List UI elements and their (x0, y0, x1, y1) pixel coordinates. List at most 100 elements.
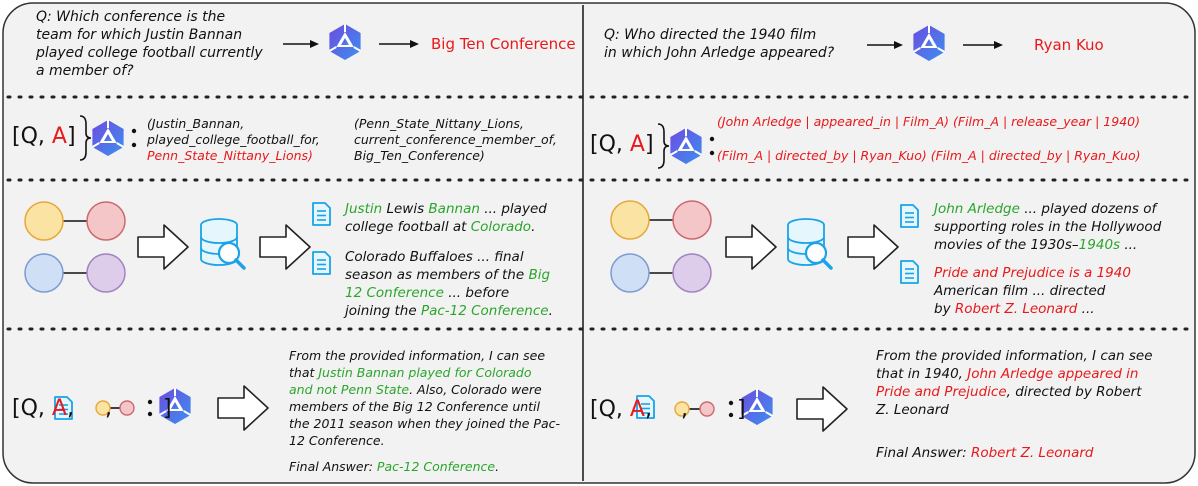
qa-context-label-left: [Q, A, , ] (12, 396, 172, 421)
triple-left-1-line-2: played_college_football_for, (147, 132, 320, 147)
retrieved-doc-right-2-line-3-segment: ... (1077, 301, 1095, 317)
triple-left-2-line-1: (Penn_State_Nittany_Lions, (354, 116, 524, 131)
retrieved-doc-right-2-line-2-segment: American film ... directed (934, 283, 1106, 299)
question-left-line-3: played college football currently (36, 45, 263, 61)
retrieval-database-icon (786, 217, 833, 270)
retrieved-doc-right-2-line-2: American film ... directed (934, 283, 1105, 300)
retrieved-doc-left-2-line-3-segment: ... before (443, 285, 510, 301)
retrieved-doc-left-2-line-3: 12 Conference ... before (345, 285, 509, 302)
retrieved-doc-right-2-line-3-segment: by (934, 301, 955, 317)
triple-right-line-2: (Film_A | directed_by | Ryan_Kuo) (Film_… (717, 148, 1141, 163)
reasoning-left-line-6: 12 Conference. (289, 432, 385, 449)
retrieved-doc-right-1-line-2-segment: supporting roles in the Hollywood (934, 219, 1162, 235)
graph-node (24, 201, 64, 241)
retrieved-doc-left-1-line-1: Justin Lewis Bannan ... played (345, 201, 547, 218)
q-label: Q (20, 124, 38, 149)
graph-node (86, 253, 126, 293)
reasoning-right-line-2-segment: that in 1940, (876, 366, 968, 382)
reasoning-right-line-4-segment: Z. Leonard (876, 402, 949, 418)
retrieved-doc-left-1-line-2-segment: Colorado (470, 219, 532, 235)
final-answer-right: Final Answer: Robert Z. Leonard (876, 445, 1093, 462)
retrieved-doc-left-1-line-1-segment: ... played (479, 201, 547, 217)
retrieval-database-icon (199, 217, 246, 270)
triple-left-2-line-3: Big_Ten_Conference) (354, 148, 485, 163)
qa-input-label-left: [Q, A] (12, 124, 76, 149)
reasoning-left-line-3-segment: . Also, Colorado were (409, 382, 542, 397)
retrieved-doc-left-2-line-2-segment: season as members of the (345, 267, 529, 283)
graph-node (672, 253, 712, 293)
graph-node (95, 400, 111, 416)
retrieved-doc-left-1-line-1-segment: Bannan (428, 201, 480, 217)
reasoning-right-line-3: Pride and Prejudice, directed by Robert (876, 384, 1142, 401)
reasoning-right-line-4: Z. Leonard (876, 402, 949, 419)
final-answer-value: Robert Z. Leonard (970, 445, 1094, 461)
reasoning-right-line-3-segment: Pride and Prejudice (876, 384, 1007, 400)
graph-node (24, 253, 64, 293)
retrieved-doc-right-1-line-3: movies of the 1930s–1940s ... (934, 237, 1137, 254)
answer-left: Big Ten Conference (431, 35, 576, 53)
reasoning-right-line-2-segment: John Arledge appeared in (967, 366, 1139, 382)
question-right-line-1: Q: Who directed the 1940 film (604, 27, 817, 43)
retrieved-doc-left-1-line-1-segment: Justin (345, 201, 383, 217)
qa-input-label-right: [Q, A] (590, 132, 654, 157)
triple-right-line-1: (John Arledge | appeared_in | Film_A) (F… (717, 114, 1140, 129)
comma-label: , (37, 124, 52, 149)
question-right-line-2: in which John Arledge appeared? (604, 45, 835, 61)
retrieved-doc-right-2-line-3: by Robert Z. Leonard ... (934, 301, 1095, 318)
reasoning-right-line-1-segment: From the provided information, I can see (876, 348, 1153, 364)
document-icon (900, 260, 919, 284)
reasoning-right-line-2: that in 1940, John Arledge appeared in (876, 366, 1139, 383)
reasoning-left-line-6-segment: 12 Conference. (289, 433, 385, 448)
graph-node (86, 201, 126, 241)
reasoning-left-line-1: From the provided information, I can see (289, 347, 545, 364)
retrieved-doc-right-2-line-1-segment: Pride and Prejudice is a 1940 (934, 265, 1131, 281)
retrieved-doc-left-1-line-2-segment: college football at (345, 219, 471, 235)
brace-left (79, 115, 92, 161)
retrieved-doc-left-2-line-2: season as members of the Big (345, 267, 550, 284)
reasoning-left-line-5: the 2011 season when they joined the Pac… (289, 415, 560, 432)
triple-left-1-line-1: (Justin_Bannan, (147, 116, 245, 131)
retrieved-doc-left-2-line-1: Colorado Buffaloes ... final (345, 249, 524, 266)
graph-node (672, 200, 712, 240)
reasoning-left-line-3: and not Penn State. Also, Colorado were (289, 381, 542, 398)
retrieved-doc-right-1-line-1: John Arledge ... played dozens of (934, 201, 1156, 218)
graph-node (699, 401, 715, 417)
reasoning-left-line-4: members of the Big 12 Conference until (289, 398, 540, 415)
retrieved-doc-right-1-line-1-segment: John Arledge (934, 201, 1020, 217)
reasoning-left-line-2: that Justin Bannan played for Colorado (289, 364, 532, 381)
question-left-line-4: a member of? (36, 63, 134, 79)
final-answer-value: Pac-12 Conference (376, 459, 496, 474)
qa-context-label-right: [Q, A, , ] (590, 397, 746, 422)
document-icon (900, 204, 919, 228)
retrieved-doc-left-2-line-4-segment: . (548, 303, 553, 319)
reasoning-left-line-4-segment: members of the Big 12 Conference until (289, 399, 541, 414)
a-label: A (51, 124, 67, 149)
retrieved-doc-right-1-line-1-segment: ... played dozens of (1019, 201, 1157, 217)
document-icon (312, 202, 331, 226)
document-icon (312, 251, 331, 275)
reasoning-right-line-1: From the provided information, I can see (876, 348, 1153, 365)
final-answer-left: Final Answer: Pac-12 Conference. (289, 458, 499, 475)
retrieved-doc-left-1-line-1-segment: Lewis (382, 201, 429, 217)
retrieved-doc-right-1-line-3-segment: ... (1120, 237, 1138, 253)
retrieved-doc-right-1-line-2: supporting roles in the Hollywood (934, 219, 1161, 236)
reasoning-left-line-2-segment: that (289, 365, 319, 380)
final-answer-label: Final Answer: (876, 445, 971, 461)
retrieved-doc-left-2-line-4-segment: Pac-12 Conference (420, 303, 549, 319)
retrieved-doc-left-2-line-4-segment: joining the (345, 303, 421, 319)
graph-node (610, 253, 650, 293)
reasoning-left-line-2-segment: Justin Bannan played for Colorado (318, 365, 532, 380)
final-answer-suffix: . (495, 459, 500, 474)
graph-node (119, 400, 135, 416)
graph-node (674, 401, 690, 417)
triple-left-1-line-3: Penn_State_Nittany_Lions) (147, 148, 313, 163)
question-left-line-2: team for which Justin Bannan (36, 27, 243, 43)
retrieved-doc-left-2-line-1-segment: Colorado Buffaloes ... final (345, 249, 524, 265)
retrieved-doc-right-2-line-3-segment: Robert Z. Leonard (954, 301, 1078, 317)
retrieved-doc-left-1-line-2-segment: . (531, 219, 536, 235)
reasoning-right-line-3-segment: , directed by Robert (1006, 384, 1142, 400)
graph-node (610, 200, 650, 240)
